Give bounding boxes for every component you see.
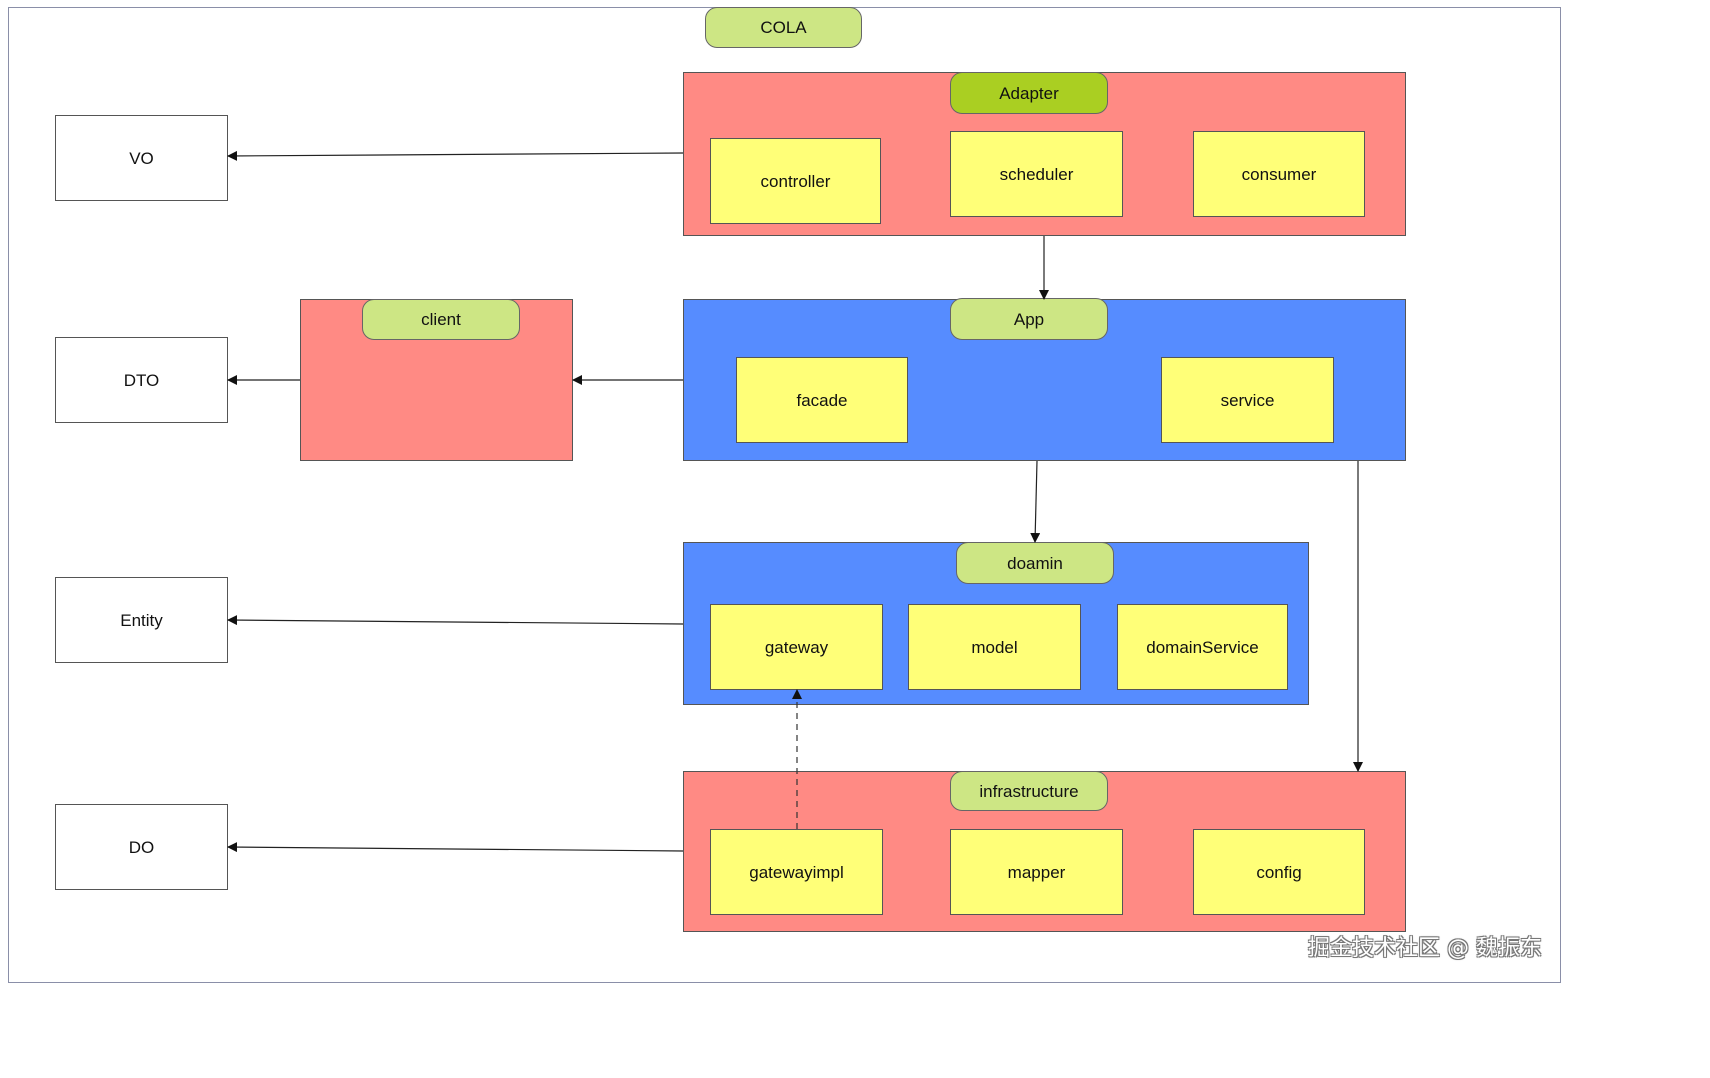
service-box: service — [1161, 357, 1334, 443]
model-box: model — [908, 604, 1081, 690]
diagram-canvas: COLA VO DTO Entity DO Adapter controller… — [8, 7, 1561, 983]
scheduler-box: scheduler — [950, 131, 1123, 217]
gatewayimpl-box: gatewayimpl — [710, 829, 883, 915]
entity-box: Entity — [55, 577, 228, 663]
infrastructure-label-pill: infrastructure — [950, 771, 1108, 811]
client-label-pill: client — [362, 299, 520, 340]
watermark-text: 掘金技术社区 @ 魏振东 — [1308, 936, 1542, 961]
vo-box: VO — [55, 115, 228, 201]
consumer-box: consumer — [1193, 131, 1365, 217]
mapper-box: mapper — [950, 829, 1123, 915]
domain-label-pill: doamin — [956, 542, 1114, 584]
gateway-box: gateway — [710, 604, 883, 690]
domain-service-box: domainService — [1117, 604, 1288, 690]
dto-box: DTO — [55, 337, 228, 423]
config-box: config — [1193, 829, 1365, 915]
cola-title-pill: COLA — [705, 7, 862, 48]
controller-box: controller — [710, 138, 881, 224]
app-label-pill: App — [950, 298, 1108, 340]
facade-box: facade — [736, 357, 908, 443]
adapter-label-pill: Adapter — [950, 72, 1108, 114]
do-box: DO — [55, 804, 228, 890]
